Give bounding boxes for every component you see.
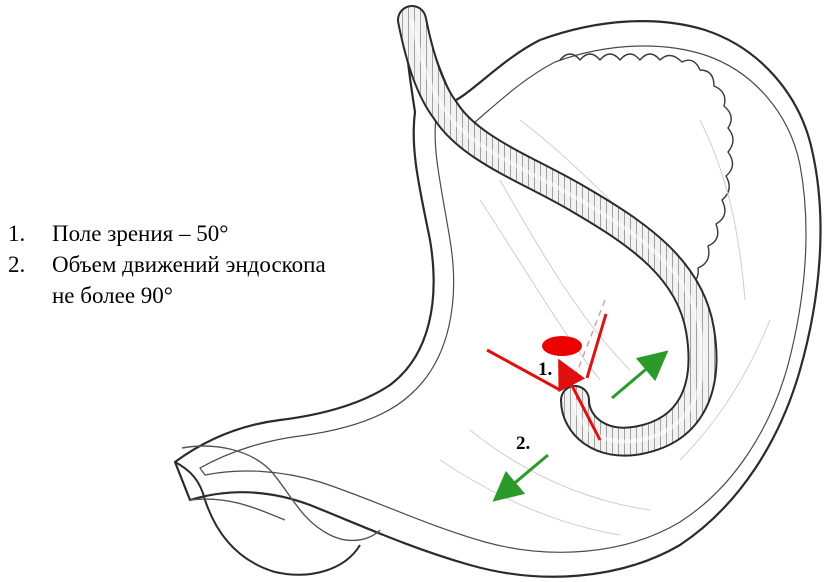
target-spot <box>542 336 582 356</box>
label-motion-range: 2. <box>516 433 530 454</box>
legend-item-field-of-view: 1. Поле зрения – 50° <box>8 218 326 249</box>
motion-arrow-up <box>612 360 657 398</box>
legend: 1. Поле зрения – 50° 2. Объем движений э… <box>8 218 326 311</box>
legend-item-text: Объем движений эндоскопа <box>52 249 326 280</box>
motion-arrow-down <box>504 455 548 492</box>
legend-item-number: 2. <box>8 249 52 280</box>
legend-item-text: не более 90° <box>52 280 173 311</box>
legend-item-number: 1. <box>8 218 52 249</box>
endoscope-tube <box>412 20 703 442</box>
legend-item-continuation: не более 90° <box>8 280 326 311</box>
stomach-shading <box>440 120 770 535</box>
duodenum <box>175 462 360 575</box>
legend-item-text: Поле зрения – 50° <box>52 218 228 249</box>
legend-item-motion-range: 2. Объем движений эндоскопа <box>8 249 326 280</box>
label-field-of-view: 1. <box>538 359 552 380</box>
